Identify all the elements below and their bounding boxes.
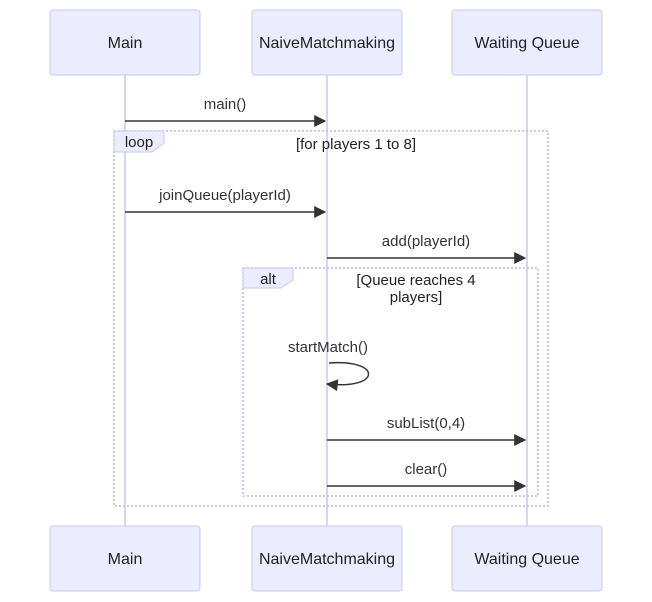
alt-frame-border [242,267,539,497]
loop-frame-border [113,130,549,507]
message-sublist: subList(0,4) [327,415,527,446]
participant-label: Waiting Queue [474,35,579,52]
alt-frame-condition-line1: [Queue reaches 4 [356,272,475,289]
participant-bottom-main: Main [49,525,201,592]
loop-frame-condition: [for players 1 to 8] [296,136,416,153]
message-label: joinQueue(playerId) [158,187,291,204]
participant-label: NaiveMatchmaking [259,35,395,52]
message-main: main() [125,96,327,127]
participant-top-waiting-queue: Waiting Queue [451,9,603,76]
message-label: subList(0,4) [387,415,465,432]
alt-frame-tab [242,267,294,289]
message-join-queue: joinQueue(playerId) [125,187,327,218]
loop-frame-label: loop [125,134,153,151]
message-label: clear() [405,461,448,478]
message-label: startMatch() [288,339,368,356]
loop-frame: loop [for players 1 to 8] [113,130,549,507]
message-clear: clear() [327,461,527,492]
message-start-match: startMatch() [288,339,370,392]
message-arrow [325,361,370,392]
participant-label: Waiting Queue [474,551,579,568]
participant-bottom-naive-matchmaking: NaiveMatchmaking [251,525,403,592]
participant-label: Main [108,35,143,52]
message-label: main() [204,96,247,113]
message-add: add(playerId) [327,233,527,264]
loop-frame-tab [113,130,165,153]
participant-top-main: Main [49,9,201,76]
participant-label: NaiveMatchmaking [259,551,395,568]
participant-top-naive-matchmaking: NaiveMatchmaking [251,9,403,76]
alt-frame: alt [Queue reaches 4 players] [242,267,539,497]
alt-frame-label: alt [260,271,277,288]
alt-frame-condition-line2: players] [390,289,443,306]
participant-label: Main [108,551,143,568]
participant-bottom-waiting-queue: Waiting Queue [451,525,603,592]
message-label: add(playerId) [382,233,470,250]
